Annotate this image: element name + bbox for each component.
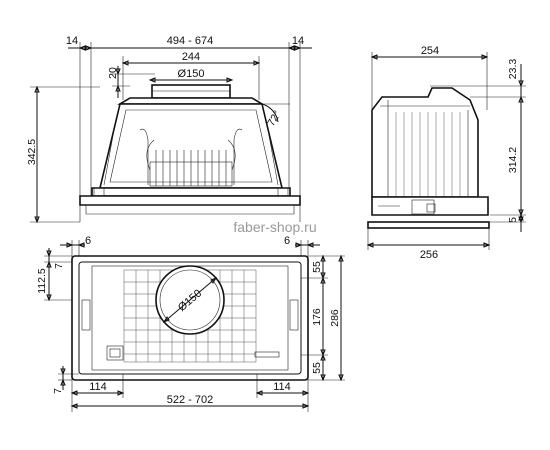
- dim-front-left-side: 14: [66, 35, 78, 47]
- top-view: 6 6 7 112.5: [36, 235, 345, 412]
- dim-top-right-bottom: 55: [311, 362, 323, 374]
- dim-top-total-depth: 286: [329, 309, 341, 327]
- dim-front-height: 342.5: [26, 139, 38, 165]
- dim-side-bottom-width: 256: [420, 249, 438, 261]
- dim-top-right-margin: 114: [273, 381, 291, 393]
- dim-side-body-height: 314.2: [507, 147, 519, 173]
- dim-top-left-offset: 6: [85, 235, 91, 247]
- dim-side-top-width: 254: [421, 45, 439, 57]
- dim-top-right-offset: 6: [284, 235, 290, 247]
- dim-top-left-gap: 7: [53, 263, 65, 269]
- dim-side-bottom-gap: 5: [507, 217, 519, 223]
- dim-top-width: 522 - 702: [167, 394, 213, 406]
- dim-top-left-margin: 114: [89, 381, 107, 393]
- dim-front-angle: 72°: [265, 109, 283, 129]
- dim-top-left-height: 112.5: [36, 268, 48, 294]
- dim-top-right-middle: 176: [311, 308, 323, 326]
- dim-front-right-side: 14: [292, 35, 304, 47]
- dim-front-width: 494 - 674: [167, 35, 213, 47]
- dim-side-top-height: 23.3: [507, 59, 519, 80]
- dim-front-outlet-diameter: Ø150: [178, 68, 205, 80]
- side-view: 254 23.3 314.2 5: [366, 45, 526, 261]
- dim-front-outlet-width: 244: [182, 51, 200, 63]
- dim-top-right-top: 55: [311, 261, 323, 273]
- watermark-text: faber-shop.ru: [233, 219, 316, 235]
- dim-front-outlet-height: 20: [107, 67, 119, 79]
- front-view: 14 494 - 674 14 244 20 Ø150 342.5: [26, 35, 312, 224]
- dim-top-bottom-left-gap: 7: [52, 388, 64, 394]
